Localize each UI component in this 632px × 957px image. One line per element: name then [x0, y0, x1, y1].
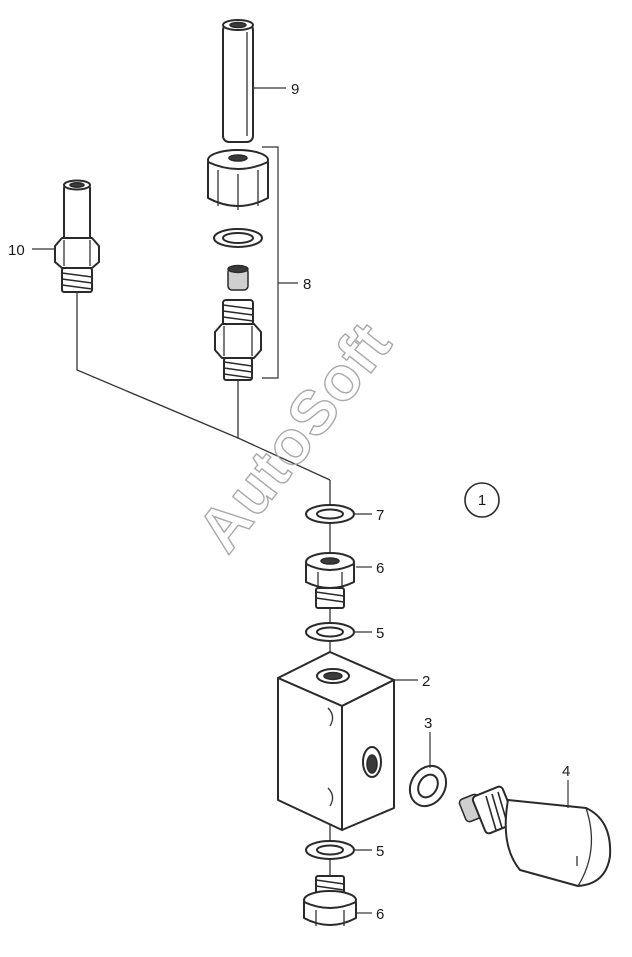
- label-6-top: 6: [376, 560, 384, 577]
- label-2: 2: [422, 673, 430, 690]
- part-9-tube: [222, 19, 254, 143]
- label-5-top: 5: [376, 625, 384, 642]
- label-9: 9: [291, 81, 299, 98]
- view-badge-number: 1: [478, 492, 486, 509]
- label-4: 4: [562, 763, 570, 780]
- label-3: 3: [424, 715, 432, 732]
- part-10-tube-fitting: [54, 179, 100, 293]
- part-2-valve-block: [277, 651, 395, 831]
- part-6-hex-screw-bottom: [303, 875, 357, 926]
- part-6-hex-screw-top: [305, 552, 355, 609]
- part-3-seal-ring: [408, 764, 448, 808]
- label-7: 7: [376, 507, 384, 524]
- part-5-washer-bottom: [305, 840, 355, 860]
- leader-lines: [32, 87, 569, 914]
- label-5-bottom: 5: [376, 843, 384, 860]
- label-10: 10: [8, 242, 25, 259]
- part-5-washer-top: [305, 622, 355, 642]
- label-6-bottom: 6: [376, 906, 384, 923]
- part-7-washer: [305, 504, 355, 524]
- part-8-union-assembly: [207, 146, 279, 381]
- part-number-labels: 9 10 8 7 6 5 2 3 4 5 6: [8, 81, 570, 923]
- label-8: 8: [303, 276, 311, 293]
- view-number-badge: 1: [464, 482, 500, 518]
- part-4-sensor-plug: [458, 785, 612, 887]
